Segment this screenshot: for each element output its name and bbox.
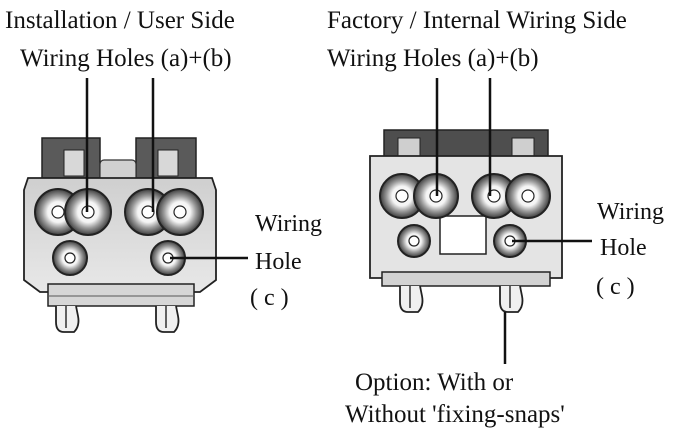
left-hole-c2: [150, 240, 186, 276]
left-fixing-snap-left: [55, 305, 80, 333]
right-hole-a1: [379, 173, 425, 219]
right-center-window: [439, 215, 487, 255]
left-top-tab-left: [41, 137, 101, 179]
left-title-line2: Wiring Holes (a)+(b): [20, 45, 232, 72]
right-fixing-snap-left: [399, 285, 424, 313]
right-hole-c1: [397, 224, 431, 258]
right-connector: [369, 78, 592, 364]
left-hole-c1: [52, 240, 88, 276]
left-base: [47, 283, 195, 307]
left-top-tab-right: [135, 137, 197, 179]
left-hole-c-label-line3: ( c ): [250, 285, 289, 311]
option-note-line2: Without 'fixing-snaps': [345, 401, 565, 428]
right-hole-c-label-line3: ( c ): [596, 274, 635, 300]
right-hole-c-label-line1: Wiring: [597, 199, 665, 225]
left-title-line1: Installation / User Side: [5, 7, 235, 34]
right-base: [381, 271, 551, 287]
left-hole-c-label-line1: Wiring: [255, 211, 323, 237]
right-title-line2: Wiring Holes (a)+(b): [327, 45, 539, 72]
right-hole-b2: [505, 173, 551, 219]
right-title-line1: Factory / Internal Wiring Side: [327, 7, 627, 34]
right-hole-c2: [493, 224, 527, 258]
left-fixing-snap-right: [155, 305, 180, 333]
right-hole-c-label-line2: Hole: [600, 235, 647, 261]
right-hole-a2: [471, 173, 517, 219]
left-hole-b2: [156, 188, 204, 236]
left-hole-c-label-line2: Hole: [255, 249, 302, 275]
option-note-line1: Option: With or: [355, 369, 514, 396]
left-connector: [23, 78, 248, 333]
right-fixing-snap-right: [499, 285, 524, 313]
